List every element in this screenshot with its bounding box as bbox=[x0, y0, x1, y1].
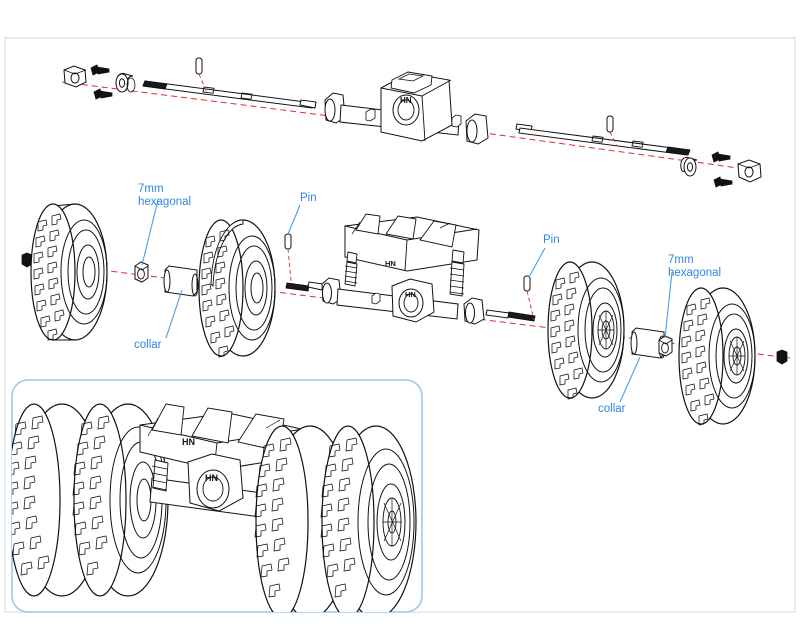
callout-right-hex: 7mm hexagonal bbox=[664, 254, 721, 339]
axle-assembly-center: HN HN bbox=[321, 213, 536, 325]
centerline-top-left bbox=[61, 81, 331, 117]
label-right-pin: Pin bbox=[543, 234, 560, 246]
axle-stub-left bbox=[285, 281, 324, 292]
brand-mark: HN bbox=[405, 290, 416, 299]
inner-wheel-right bbox=[547, 261, 625, 400]
hex-nut-outer-right bbox=[776, 349, 788, 365]
pin-left bbox=[195, 57, 208, 94]
hex-nut-right bbox=[737, 159, 762, 183]
screw-left-lower bbox=[93, 88, 113, 100]
shock-absorber-left bbox=[344, 251, 358, 287]
brand-mark: HN bbox=[385, 259, 396, 268]
callout-labels: 7mm hexagonal Pin collar Pin 7mm bbox=[134, 183, 721, 415]
inner-wheel-left bbox=[198, 219, 276, 358]
screw-left-upper bbox=[90, 64, 110, 76]
centerline-mid-right bbox=[469, 317, 791, 359]
leader-line bbox=[287, 204, 301, 235]
axle-housing-center: HN bbox=[324, 71, 489, 145]
label-right-hex-line1: 7mm bbox=[668, 254, 694, 266]
middle-wheels-assembly: HN HN bbox=[21, 203, 791, 426]
outer-wheel-left bbox=[30, 203, 108, 341]
leader-line bbox=[141, 199, 159, 266]
hex-hub-left bbox=[134, 261, 149, 283]
hex-hub-right bbox=[658, 335, 673, 357]
leader-line bbox=[165, 289, 183, 339]
screw-right-lower bbox=[713, 176, 733, 188]
hex-nut-left bbox=[63, 65, 87, 88]
hex-nut-outer-left bbox=[21, 252, 33, 268]
collar-left bbox=[163, 265, 199, 297]
brand-mark: HN bbox=[400, 96, 412, 105]
leader-line bbox=[619, 356, 641, 403]
collar-right bbox=[630, 327, 666, 359]
leader-line bbox=[664, 271, 673, 339]
shock-absorber-right bbox=[449, 249, 465, 297]
label-left-hex-line2: hexagonal bbox=[138, 196, 191, 208]
pin-right bbox=[606, 115, 618, 147]
bearing-right bbox=[680, 156, 698, 177]
leader-line bbox=[528, 247, 546, 278]
drive-shaft-left bbox=[142, 80, 317, 109]
assembled-dual-wheel-axle-inset: HN HN bbox=[11, 379, 423, 613]
label-left-collar: collar bbox=[134, 339, 162, 351]
screw-right-upper bbox=[711, 151, 731, 163]
centerline-top-right bbox=[469, 130, 761, 172]
top-driveshaft-assembly: HN bbox=[61, 57, 762, 188]
brand-mark: HN bbox=[205, 473, 218, 483]
outer-wheel-right bbox=[678, 287, 756, 426]
callout-left-hex: 7mm hexagonal bbox=[138, 183, 191, 266]
callout-left-collar: collar bbox=[134, 289, 183, 351]
label-right-hex-line2: hexagonal bbox=[668, 267, 721, 279]
inset-left-wheel-pair bbox=[12, 403, 169, 597]
pin-left-mid bbox=[284, 233, 293, 291]
callout-left-pin: Pin bbox=[287, 192, 317, 235]
brand-mark: HN bbox=[182, 437, 195, 447]
pin-right-mid bbox=[523, 275, 535, 321]
label-right-collar: collar bbox=[598, 403, 626, 415]
callout-right-collar: collar bbox=[598, 356, 641, 415]
inset-right-wheel-pair bbox=[254, 425, 417, 612]
bearing-left bbox=[115, 72, 136, 93]
callout-right-pin: Pin bbox=[528, 234, 560, 278]
label-left-hex-line1: 7mm bbox=[138, 183, 164, 195]
label-left-pin: Pin bbox=[300, 192, 317, 204]
drive-shaft-right bbox=[515, 123, 691, 156]
